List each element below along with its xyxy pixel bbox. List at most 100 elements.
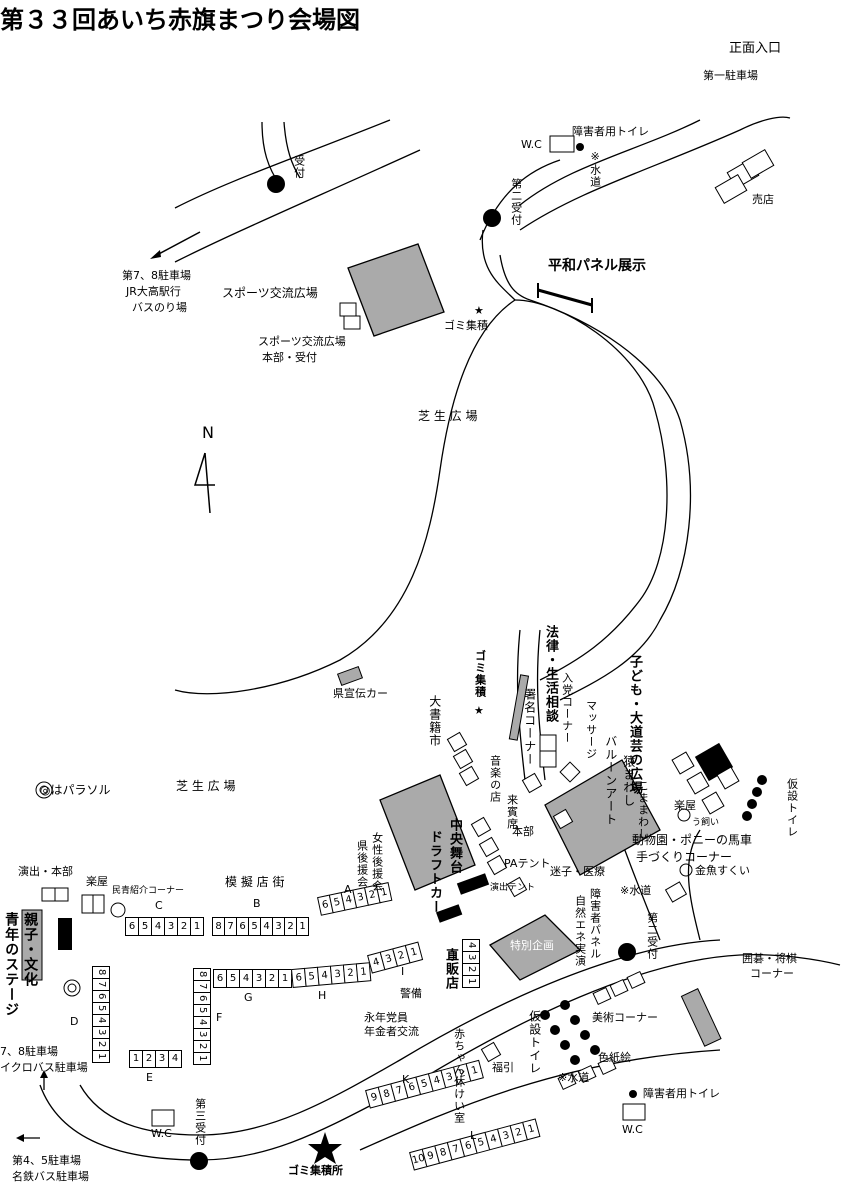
water-label: ※水道 bbox=[588, 150, 602, 188]
lawn-mid-label: 芝 生 広 場 bbox=[176, 779, 236, 793]
kids-plaza-label: 子ども・大道芸の広場 bbox=[626, 655, 642, 795]
go-shogi-label-1: 囲碁・将棋 bbox=[742, 952, 797, 965]
parking78-label-3: バスのり場 bbox=[132, 301, 187, 314]
monkey-show-label: 猿まわし bbox=[621, 755, 636, 807]
special-plan-area bbox=[488, 914, 582, 981]
wc-label: W.C bbox=[521, 138, 542, 151]
shop-label: 売店 bbox=[752, 193, 774, 206]
stall-cell: 3 bbox=[155, 1050, 169, 1068]
goldfish-label: 金魚すくい bbox=[695, 864, 750, 877]
stall-cell: 1 bbox=[278, 969, 292, 988]
lawn-top-label: 芝 生 広 場 bbox=[418, 409, 478, 423]
zone-letter-l: L bbox=[470, 1129, 477, 1142]
accessible-toilet-lower-label: 障害者用トイレ bbox=[643, 1087, 720, 1100]
bookstore-label: 大書籍市 bbox=[427, 695, 442, 747]
stall-cell: 4 bbox=[193, 1016, 211, 1029]
zone-letter-g: G bbox=[244, 991, 253, 1004]
prefectural-car-label: 県宣伝カー bbox=[333, 687, 388, 700]
zone-letter-j: J bbox=[452, 949, 456, 962]
shikishi-label: 色紙絵 bbox=[598, 1051, 631, 1064]
baby-rest-label: 赤ちゃん休けい室 bbox=[452, 1028, 466, 1124]
green-room-right-label: 楽屋 bbox=[674, 799, 696, 812]
performance-tent-label: 演出テント bbox=[490, 883, 536, 893]
massage-label: マッサージ bbox=[584, 700, 598, 760]
kids-plaza-area bbox=[544, 759, 661, 876]
zone-letter-c: C bbox=[155, 899, 163, 912]
youth-stage-label: 青年のステージ bbox=[3, 912, 20, 1017]
peace-panel-label: 平和パネル展示 bbox=[548, 258, 646, 274]
reception-top-dot bbox=[267, 175, 285, 193]
stall-cell: 1 bbox=[129, 1050, 143, 1068]
go-shogi-label-2: コーナー bbox=[750, 967, 794, 980]
hq-label: 本部 bbox=[512, 825, 534, 838]
parking78-label-1: 第7、8駐車場 bbox=[122, 269, 191, 282]
fukubiki-label: 福引 bbox=[492, 1061, 514, 1074]
zone-letter-i: I bbox=[401, 965, 405, 978]
parent-child-stage-label: 親子・文化 bbox=[22, 912, 39, 987]
north-label: N bbox=[202, 423, 214, 442]
reception2-top-label: 第二受付 bbox=[509, 178, 523, 226]
zoo-pony-label: 動物園・ポニーの馬車 bbox=[632, 833, 753, 847]
reception2-lower-label: 第二受付 bbox=[645, 912, 659, 960]
temp-toilet-lower-label: 仮設トイレ bbox=[527, 1010, 542, 1075]
stall-cell: 2 bbox=[177, 917, 191, 936]
stall-cell: 5 bbox=[138, 917, 152, 936]
central-stage-area bbox=[379, 774, 476, 891]
reception2-lower-dot bbox=[618, 943, 636, 961]
stall-cell: 1 bbox=[462, 975, 480, 988]
stall-cell: 1 bbox=[190, 917, 204, 936]
pa-tent-label: PAテント bbox=[504, 857, 551, 870]
reception3-dot bbox=[190, 1152, 208, 1170]
signature-corner-label: 署名コーナー bbox=[522, 688, 537, 766]
reception2-top-dot bbox=[483, 209, 501, 227]
stall-cell: 1 bbox=[92, 1050, 110, 1063]
stall-cell: 6 bbox=[213, 969, 227, 988]
stall-cell: 4 bbox=[239, 969, 253, 988]
map-title: 第３３回あいち赤旗まつり会場図 bbox=[0, 6, 360, 34]
parking78-micro-label-2: イクロバス駐車場 bbox=[0, 1061, 88, 1074]
garbage-mid-label: ゴミ集積 bbox=[473, 650, 487, 698]
water-mid-label: ※水道 bbox=[620, 884, 652, 897]
handcraft-label: 手づくりコーナー bbox=[636, 850, 733, 864]
road-upper-left bbox=[174, 119, 391, 209]
democratic-youth-label: 民青紹介コーナー bbox=[112, 886, 185, 896]
central-stage-label: 中央舞台 bbox=[446, 818, 462, 874]
main-entrance-label: 正面入口 bbox=[729, 41, 782, 56]
garbage-site-star bbox=[308, 1132, 342, 1164]
parking45-label-2: 名鉄バス駐車場 bbox=[12, 1170, 89, 1183]
law-consult-label: 法律・生活相談 bbox=[542, 625, 558, 723]
water-lower-label: ※水道 bbox=[558, 1071, 590, 1084]
mock-street-label: 模 擬 店 街 bbox=[225, 875, 285, 889]
parking78-label-2: JR大高駅行 bbox=[126, 285, 181, 298]
road-loop bbox=[174, 229, 517, 695]
stall-cell: 6 bbox=[125, 917, 139, 936]
stall-cell: 3 bbox=[252, 969, 266, 988]
join-corner-label: 入党コーナー bbox=[560, 672, 574, 744]
balloon-art-label: バルーンアート bbox=[603, 735, 618, 826]
guest-seats-label: 来賓席 bbox=[505, 794, 519, 830]
stall-cell: 5 bbox=[226, 969, 240, 988]
stall-cell: 2 bbox=[265, 969, 279, 988]
u-rearing-label: う飼い bbox=[692, 818, 720, 828]
art-corner-label: 美術コーナー bbox=[592, 1011, 658, 1024]
stall-cell: 1 bbox=[296, 917, 309, 936]
stall-cell: 1 bbox=[193, 1052, 211, 1065]
zone-letter-k: K bbox=[402, 1073, 410, 1086]
women-support-label: 女性後援会 bbox=[370, 832, 384, 892]
parking1-label: 第一駐車場 bbox=[703, 69, 758, 82]
stall-cell: 4 bbox=[151, 917, 165, 936]
pref-support-label: 県後援会 bbox=[355, 840, 369, 888]
zone-letter-b: B bbox=[253, 897, 261, 910]
stall-cell: 3 bbox=[164, 917, 178, 936]
top-spinning-label: こままわし bbox=[636, 780, 650, 840]
parasol-label: ◎はパラソル bbox=[40, 783, 111, 797]
zone-letter-h: H bbox=[318, 989, 327, 1002]
sports-plaza-area bbox=[347, 243, 445, 337]
